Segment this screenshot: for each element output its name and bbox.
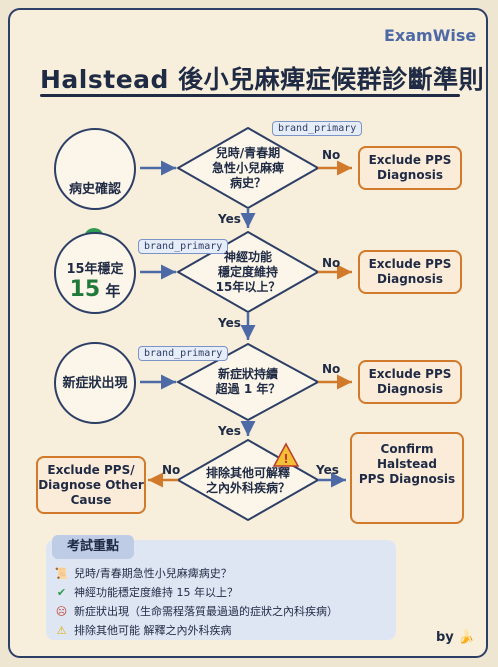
decision-4-text: 排除其他可解釋之內外科疾病？ [205,466,290,495]
key-point-item: ⚠排除其他可能 解釋之內外科疾病 [54,622,232,638]
node-new-symptoms: 新症狀出現 [54,342,136,424]
no-label: No [322,362,341,376]
yes-label: Yes [218,424,241,438]
no-label: No [162,463,181,477]
key-point-item: 📜兒時/青春期急性小兒麻痺病史？ [54,567,232,580]
big-number: 15 [69,277,101,302]
big-unit: 年 [105,282,121,300]
brand-tag: brand_primary [138,346,229,361]
svg-text:!: ! [283,452,288,466]
footer-by: by 🍌 [436,630,475,645]
node-15-year-stable: 15年穩定 15 年 [54,232,136,314]
scroll-icon: 📜 [54,567,69,580]
no-label: No [322,148,341,162]
decision-1-text: 兒時/青春期急性小兒麻痺病史？ [211,146,284,190]
node-history-check: 病史確認 [54,128,136,210]
warning-icon [272,442,300,467]
sad-face-icon: ☹ [55,605,68,618]
yes-label: Yes [316,463,339,477]
decision-3-text: 新症狀持續超過 1 年？ [215,367,281,396]
brand-logo: ExamWise [384,26,477,45]
key-points-heading: 考試重點 [52,535,134,559]
brand-tag: brand_primary [138,239,229,254]
page-title: Halstead 後小兒麻痺症候群診斷準則 [40,65,485,94]
yes-label: Yes [218,212,241,226]
warning-icon: ⚠ [56,624,67,637]
check-icon: ✔ [56,586,67,599]
brand-tag: brand_primary [272,121,363,136]
yes-label: Yes [218,316,241,330]
no-label: No [322,256,341,270]
title-underline [40,94,460,97]
key-point-item: ✔神經功能穩定度維持 15 年以上？ [54,584,238,600]
key-point-item: ☹新症狀出現（生命需程落質最過過的症狀之內科疾病） [55,605,338,618]
